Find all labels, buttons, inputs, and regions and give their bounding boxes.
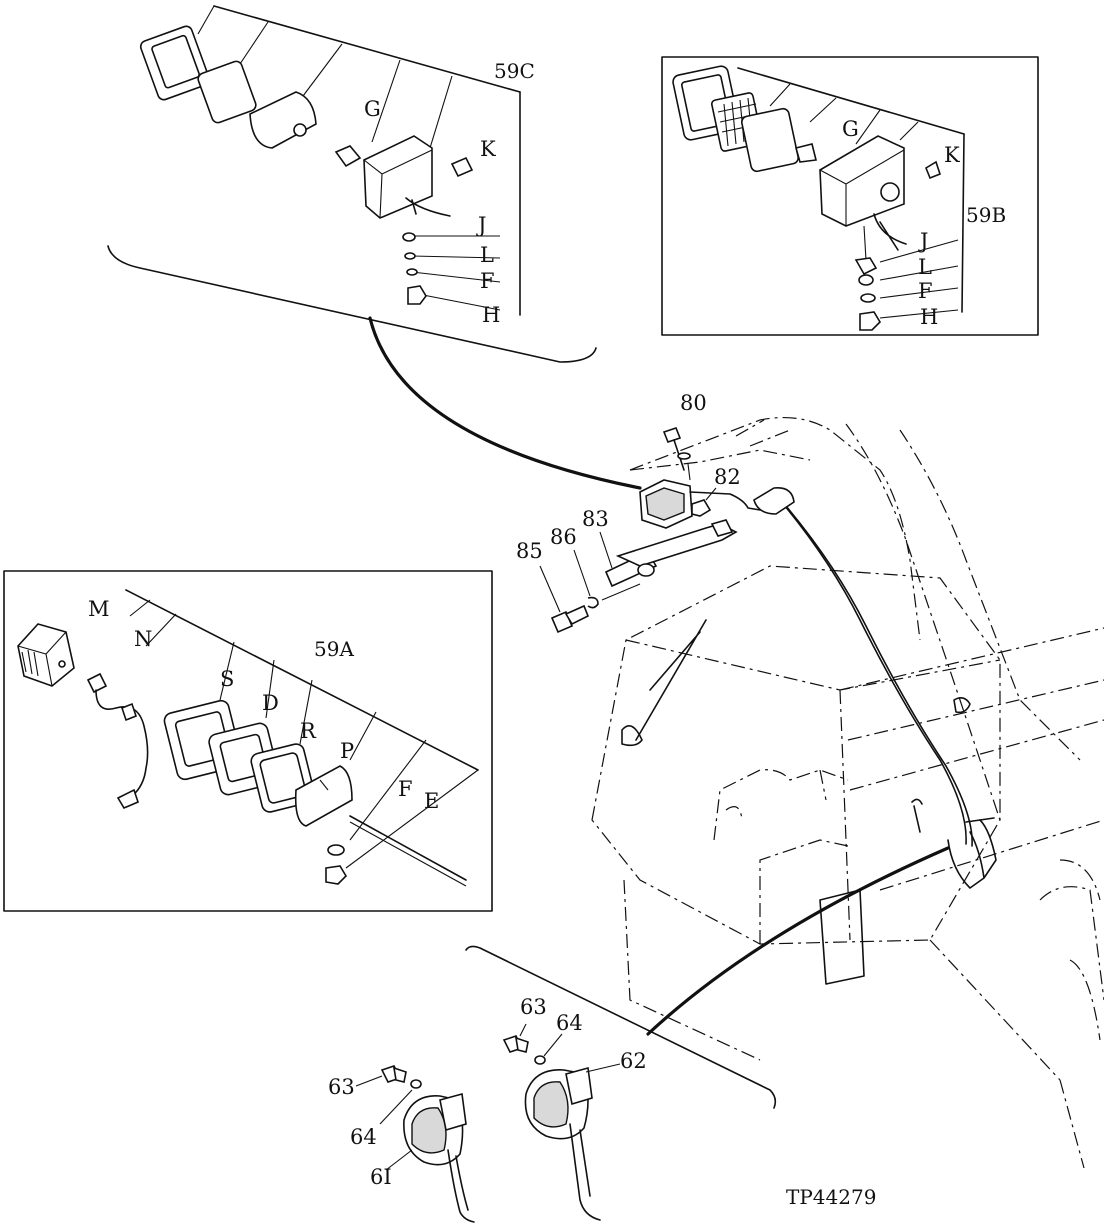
washer-64-right [534, 1055, 546, 1065]
handrail [635, 619, 707, 741]
detail-59b-box [661, 56, 1039, 336]
gasket-b [741, 107, 799, 173]
callout-63-right: 63 [520, 995, 547, 1019]
bolt-63-left [380, 1065, 407, 1083]
lock-washer-86 [587, 596, 599, 609]
cab-work-lamp [639, 479, 761, 529]
lens-p [294, 765, 353, 827]
callout-83: 83 [582, 507, 609, 531]
lamp-62 [524, 1066, 601, 1221]
callout-b-h: H [920, 305, 938, 329]
bolt-80 [662, 427, 691, 471]
detail-bottom: 63 64 62 63 64 6I [328, 846, 950, 1223]
callout-64-right: 64 [556, 1011, 583, 1035]
lock-washer-f [406, 268, 418, 276]
washer-l [404, 252, 416, 260]
assembly-label-59a: 59A [314, 637, 354, 661]
washer-l-b [858, 274, 874, 286]
cab-side-lamp [753, 486, 795, 515]
machine-body [591, 416, 1104, 1169]
lamp-housing-b [819, 135, 907, 251]
callout-a-s: S [220, 667, 234, 691]
figure-id: TP44279 [786, 1185, 876, 1209]
detail-59a: 59A M N S D R P F E [3, 570, 493, 912]
bolt-63-right [502, 1035, 529, 1053]
lamp-61 [403, 1092, 475, 1223]
access-panel [819, 889, 865, 985]
gasket [197, 60, 257, 124]
callout-a-d: D [262, 691, 279, 715]
lamp-frame [139, 25, 211, 101]
harness-main [779, 499, 967, 845]
callout-b-f: F [918, 279, 933, 303]
callout-b-l: L [918, 255, 932, 279]
callout-80: 80 [680, 391, 707, 415]
callout-86: 86 [550, 525, 577, 549]
assembly-label-59b: 59B [966, 203, 1006, 227]
bracket-83 [604, 519, 738, 588]
lamp-housing-m [17, 623, 75, 687]
callout-b-k: K [944, 143, 960, 167]
callout-a-f: F [398, 777, 413, 801]
lamp-housing [363, 135, 451, 219]
callout-a-r: R [300, 719, 317, 743]
detail-59c-bottom-edge [107, 245, 597, 363]
callout-64-left: 64 [350, 1125, 377, 1149]
nut-h-b [859, 311, 882, 331]
callout-a-e: E [424, 789, 439, 813]
nut-e [325, 865, 348, 885]
washer-j-b [854, 257, 878, 276]
callout-63-left: 63 [328, 1075, 355, 1099]
callout-b-g: G [842, 117, 859, 141]
callout-c-l: L [480, 243, 494, 267]
washer-f-a [327, 844, 345, 856]
bolt-85 [550, 604, 590, 634]
bulb [334, 145, 362, 168]
callout-c-g: G [364, 97, 381, 121]
lock-washer-f-b [860, 293, 876, 303]
callout-a-n: N [134, 627, 152, 651]
detail-59c-top-edge [213, 5, 521, 93]
lamp-wire [349, 815, 467, 881]
leader-bottom-to-harness [646, 846, 950, 1036]
detail-59b: 59B G K J L F H [661, 56, 1039, 336]
assembly-label-59c: 59C [494, 59, 535, 83]
callout-a-m: M [88, 597, 110, 621]
leader-59c-to-lamp [368, 316, 642, 490]
callout-61: 6I [370, 1165, 392, 1189]
screw-k-b [925, 160, 941, 180]
callout-c-f: F [480, 269, 495, 293]
washer-j [402, 232, 416, 242]
washer-64-left [410, 1079, 422, 1089]
screw-k [450, 156, 474, 178]
detail-59c: 59C G K J L F H [107, 5, 597, 363]
detail-bottom-edge [465, 945, 777, 1109]
callout-a-p: P [340, 739, 354, 763]
socket-harness-n [86, 672, 149, 810]
callout-c-h: H [482, 303, 500, 327]
lamp-lens [249, 91, 317, 149]
callout-85: 85 [516, 539, 543, 563]
callout-62: 62 [620, 1049, 647, 1073]
callout-b-j: J [918, 229, 928, 253]
bulb-b [795, 143, 817, 163]
callout-c-j: J [476, 213, 486, 237]
callout-c-k: K [480, 137, 496, 161]
detail-59a-box [3, 570, 493, 912]
callout-82: 82 [714, 465, 741, 489]
nut-82 [691, 499, 712, 517]
nut-h [407, 285, 427, 305]
